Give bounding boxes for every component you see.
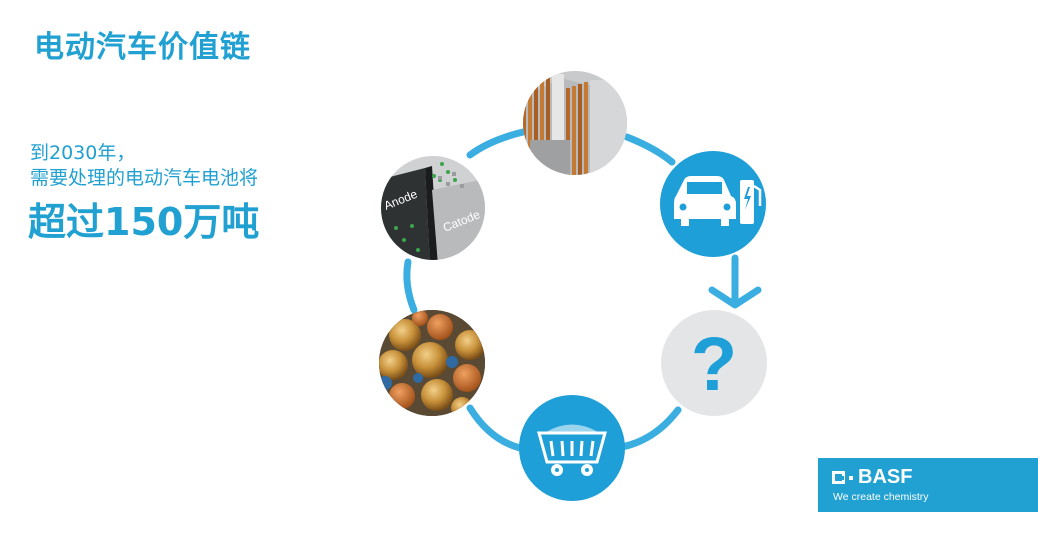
question-mark-icon: ? [661,310,767,416]
car-charging-icon [660,151,766,257]
question-mark-text: ? [691,322,737,407]
basf-mark-icon [832,471,845,484]
battery-cells-image [523,71,627,175]
basf-brand-name: BASF [858,466,913,488]
mine-cart-icon [519,395,625,501]
stat-line-description: 需要处理的电动汽车电池将 [30,167,259,189]
stat-line-year: 到2030年， [30,142,136,164]
basf-dot-icon [849,475,853,480]
stat-highlight: 超过150万吨 [28,200,260,244]
material-particles-image [379,310,485,416]
basf-tagline: We create chemistry [833,491,929,503]
page-title: 电动汽车价值链 [34,30,251,65]
anode-cathode-image: Anode Catode [381,156,485,260]
cycle-ring [403,128,739,452]
cycle-arrow-icon [708,286,762,309]
basf-logo: BASF We create chemistry [818,458,1038,512]
